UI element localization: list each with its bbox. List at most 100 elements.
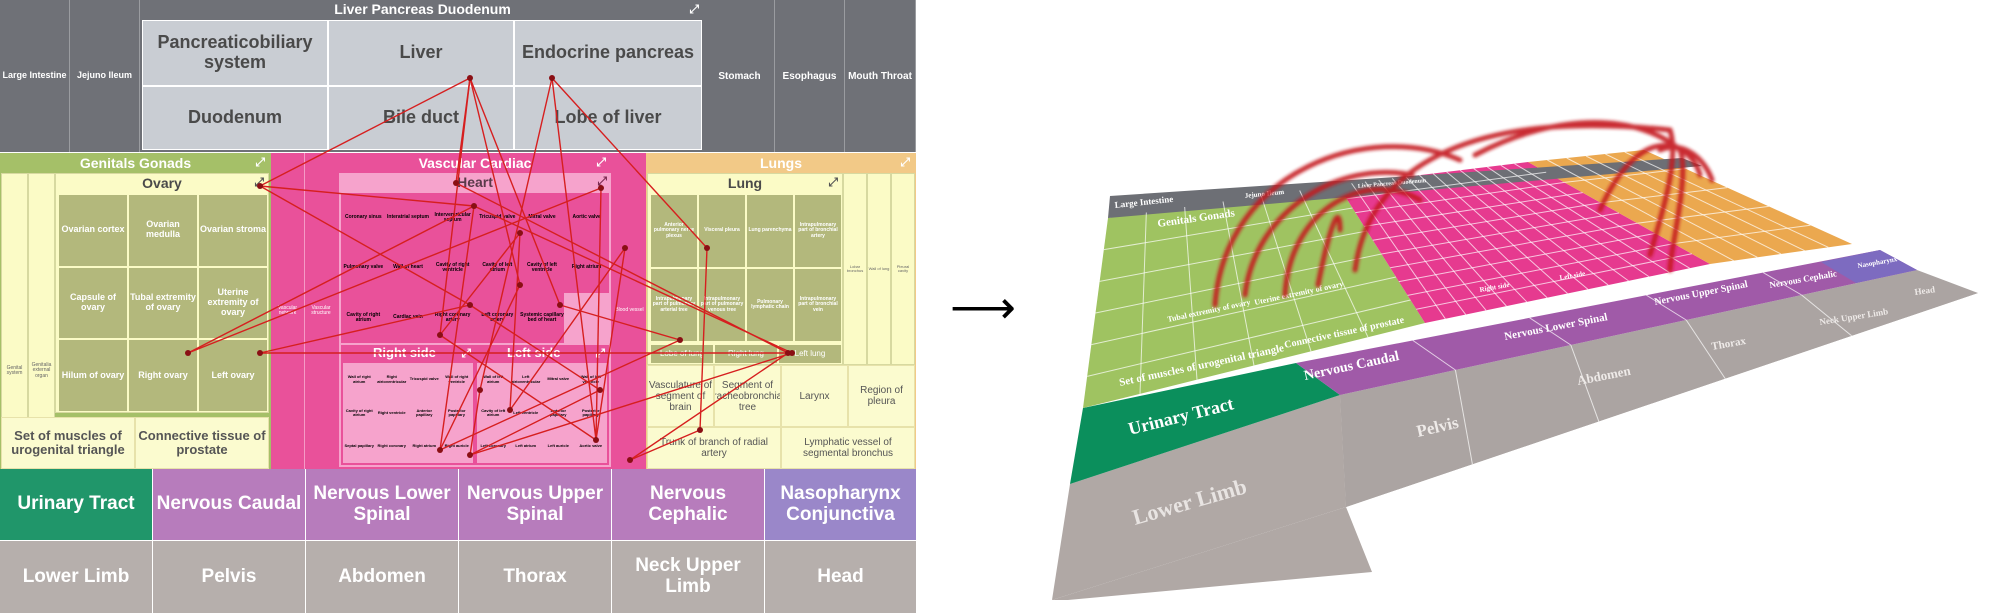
nasopharynx-cell[interactable]: Nasopharynx Conjunctiva bbox=[765, 469, 916, 540]
lung-cell[interactable]: Intrapulmonary part of bronchial artery bbox=[794, 194, 842, 268]
left-side-cell[interactable]: Left atrium bbox=[509, 429, 542, 463]
expand-icon[interactable]: ⤢ bbox=[597, 174, 607, 188]
persp-arc bbox=[1212, 144, 1463, 308]
lung-cell[interactable]: Anterior pulmonary nerve plexus bbox=[650, 194, 698, 268]
left-side-cell[interactable]: Left auricle bbox=[542, 429, 575, 463]
blood-vessel-strip[interactable]: Blood vessel bbox=[615, 307, 644, 314]
right-side-cell[interactable]: Wall of right ventricle bbox=[440, 363, 473, 397]
bile-duct-cell[interactable]: Bile duct bbox=[328, 86, 514, 150]
ovary-cell[interactable]: Ovarian medulla bbox=[128, 194, 198, 267]
left-side-cell[interactable]: Cavity of left atrium bbox=[477, 396, 510, 430]
muscles-cell[interactable]: Set of muscles of urogenital triangle bbox=[1, 417, 135, 469]
left-side-cell[interactable]: Aortic valve bbox=[574, 429, 607, 463]
region-of-pleura-cell[interactable]: Region of pleura bbox=[848, 365, 915, 427]
urinary-tract-cell[interactable]: Urinary Tract bbox=[0, 469, 153, 540]
endocrine-pancreas-cell[interactable]: Endocrine pancreas bbox=[514, 20, 702, 86]
right-side-cell[interactable]: Right auricle bbox=[440, 429, 473, 463]
abdomen-cell[interactable]: Abdomen bbox=[306, 540, 459, 613]
connection-line bbox=[469, 304, 601, 391]
ovary-cell[interactable]: Tubal extremity of ovary bbox=[128, 266, 198, 340]
right-side-cell[interactable]: Right coronary bbox=[375, 429, 408, 463]
right-side-cell[interactable]: Anterior papillary bbox=[408, 396, 441, 430]
lymphatic-vessel-cell[interactable]: Lymphatic vessel of segmental bronchus bbox=[781, 427, 915, 469]
right-side-cell[interactable]: Right atrium bbox=[408, 429, 441, 463]
lung-cell[interactable]: Intrapulmonary part of bronchial vein bbox=[794, 268, 842, 342]
heart-cell[interactable]: Cavity of right atrium bbox=[341, 293, 386, 343]
lung-side-cell[interactable]: Wall of lung bbox=[867, 173, 891, 365]
heart-cell[interactable]: Wall of heart bbox=[385, 243, 431, 293]
ovary-cell[interactable]: Capsule of ovary bbox=[58, 266, 128, 340]
nervous-cephalic-cell[interactable]: Nervous Cephalic bbox=[612, 469, 765, 540]
persp-lower-limb bbox=[1052, 507, 1372, 600]
heart-cell[interactable]: Interventricular septum bbox=[430, 193, 475, 243]
left-lung-cell[interactable]: Left lung bbox=[778, 344, 842, 364]
right-side-cell[interactable]: Septal papillary bbox=[343, 429, 376, 463]
right-side-cell[interactable]: Tricuspid valve bbox=[408, 363, 441, 397]
heart-cell[interactable]: Systemic capillary bed of heart bbox=[519, 293, 565, 343]
expand-icon[interactable]: ⤢ bbox=[828, 175, 838, 189]
right-side-cell[interactable]: Wall of right atrium bbox=[343, 363, 376, 397]
connective-tissue-cell[interactable]: Connective tissue of prostate bbox=[135, 417, 269, 469]
heart-cell[interactable]: Cavity of left ventricle bbox=[519, 243, 565, 293]
stomach-cell[interactable]: Stomach bbox=[705, 0, 775, 152]
persp-grid-line bbox=[1087, 299, 1411, 377]
right-side-cell[interactable]: Right atrioventricular bbox=[375, 363, 408, 397]
expand-icon[interactable]: ⤢ bbox=[900, 155, 910, 169]
large-intestine-cell[interactable]: Large Intestine bbox=[0, 0, 70, 152]
ovary-cell[interactable]: Ovarian cortex bbox=[58, 194, 128, 267]
lpd-header: Liver Pancreas Duodenum bbox=[334, 1, 511, 17]
ovary-cell[interactable]: Hilum of ovary bbox=[58, 339, 128, 412]
thorax-cell[interactable]: Thorax bbox=[459, 540, 612, 613]
expand-icon[interactable]: ⤢ bbox=[689, 2, 699, 16]
pancreaticobiliary-cell[interactable]: Pancreaticobiliary system bbox=[142, 20, 328, 86]
heart-cell[interactable]: Coronary sinus bbox=[341, 193, 386, 243]
vasculature-brain-cell[interactable]: Vasculature of segment of brain bbox=[647, 365, 714, 427]
connection-node bbox=[557, 302, 563, 308]
heart-cell[interactable]: Cardiac vein bbox=[385, 293, 431, 343]
ovary-cell[interactable]: Left ovary bbox=[198, 339, 268, 412]
liver-cell[interactable]: Liver bbox=[328, 20, 514, 86]
persp-nasopharynx bbox=[1821, 250, 1917, 283]
expand-icon[interactable]: ⤢ bbox=[254, 175, 264, 189]
esophagus-cell[interactable]: Esophagus bbox=[775, 0, 845, 152]
right-side-cell[interactable]: Cavity of right atrium bbox=[343, 396, 376, 430]
heart-cell[interactable]: Pulmonary valve bbox=[341, 243, 386, 293]
connection-line bbox=[469, 77, 521, 286]
vascular-structure-strip[interactable]: Vascular structure bbox=[304, 153, 337, 469]
lower-limb-cell[interactable]: Lower Limb bbox=[0, 540, 153, 613]
persp-grid-line bbox=[1624, 151, 1829, 248]
heart-cell[interactable]: Aortic valve bbox=[564, 193, 609, 243]
neck-upper-limb-cell[interactable]: Neck Upper Limb bbox=[612, 540, 765, 613]
ovary-cell[interactable]: Uterine extremity of ovary bbox=[198, 266, 268, 340]
mouth-throat-cell[interactable]: Mouth Throat bbox=[845, 0, 916, 152]
nervous-upper-spinal-cell[interactable]: Nervous Upper Spinal bbox=[459, 469, 612, 540]
persp-grid-line bbox=[1103, 207, 1353, 251]
connection-line bbox=[469, 389, 601, 456]
lung-cell[interactable]: Lung parenchyma bbox=[746, 194, 794, 268]
expand-icon[interactable]: ⤢ bbox=[255, 155, 265, 169]
lung-cell[interactable]: Pulmonary lymphatic chain bbox=[746, 268, 794, 342]
left-side-cell[interactable]: Left atrioventricular bbox=[509, 363, 542, 397]
persp-arc bbox=[1472, 120, 1683, 158]
expand-icon[interactable]: ⤢ bbox=[596, 155, 606, 169]
right-side-cell[interactable]: Right ventricle bbox=[375, 396, 408, 430]
jejuno-ileum-cell[interactable]: Jejuno Ileum bbox=[70, 0, 140, 152]
connection-line bbox=[439, 232, 521, 336]
connection-line bbox=[551, 77, 597, 441]
nervous-lower-spinal-cell[interactable]: Nervous Lower Spinal bbox=[306, 469, 459, 540]
pelvis-cell[interactable]: Pelvis bbox=[153, 540, 306, 613]
duodenum-cell[interactable]: Duodenum bbox=[142, 86, 328, 150]
persp-grid-line bbox=[1605, 153, 1805, 252]
ovary-cell[interactable]: Ovarian stroma bbox=[198, 194, 268, 267]
lung-side-cell[interactable]: Lobar bronchus bbox=[843, 173, 867, 365]
left-side-cell[interactable]: Left coronary bbox=[477, 429, 510, 463]
lung-cell[interactable]: Visceral pleura bbox=[698, 194, 746, 268]
left-side-cell[interactable]: Wall of left ventricle bbox=[574, 363, 607, 397]
larynx-cell[interactable]: Larynx bbox=[781, 365, 848, 427]
lung-side-cell[interactable]: Pleural cavity bbox=[891, 173, 915, 365]
nervous-caudal-cell[interactable]: Nervous Caudal bbox=[153, 469, 306, 540]
head-cell[interactable]: Head bbox=[765, 540, 916, 613]
connection-line bbox=[439, 339, 681, 451]
